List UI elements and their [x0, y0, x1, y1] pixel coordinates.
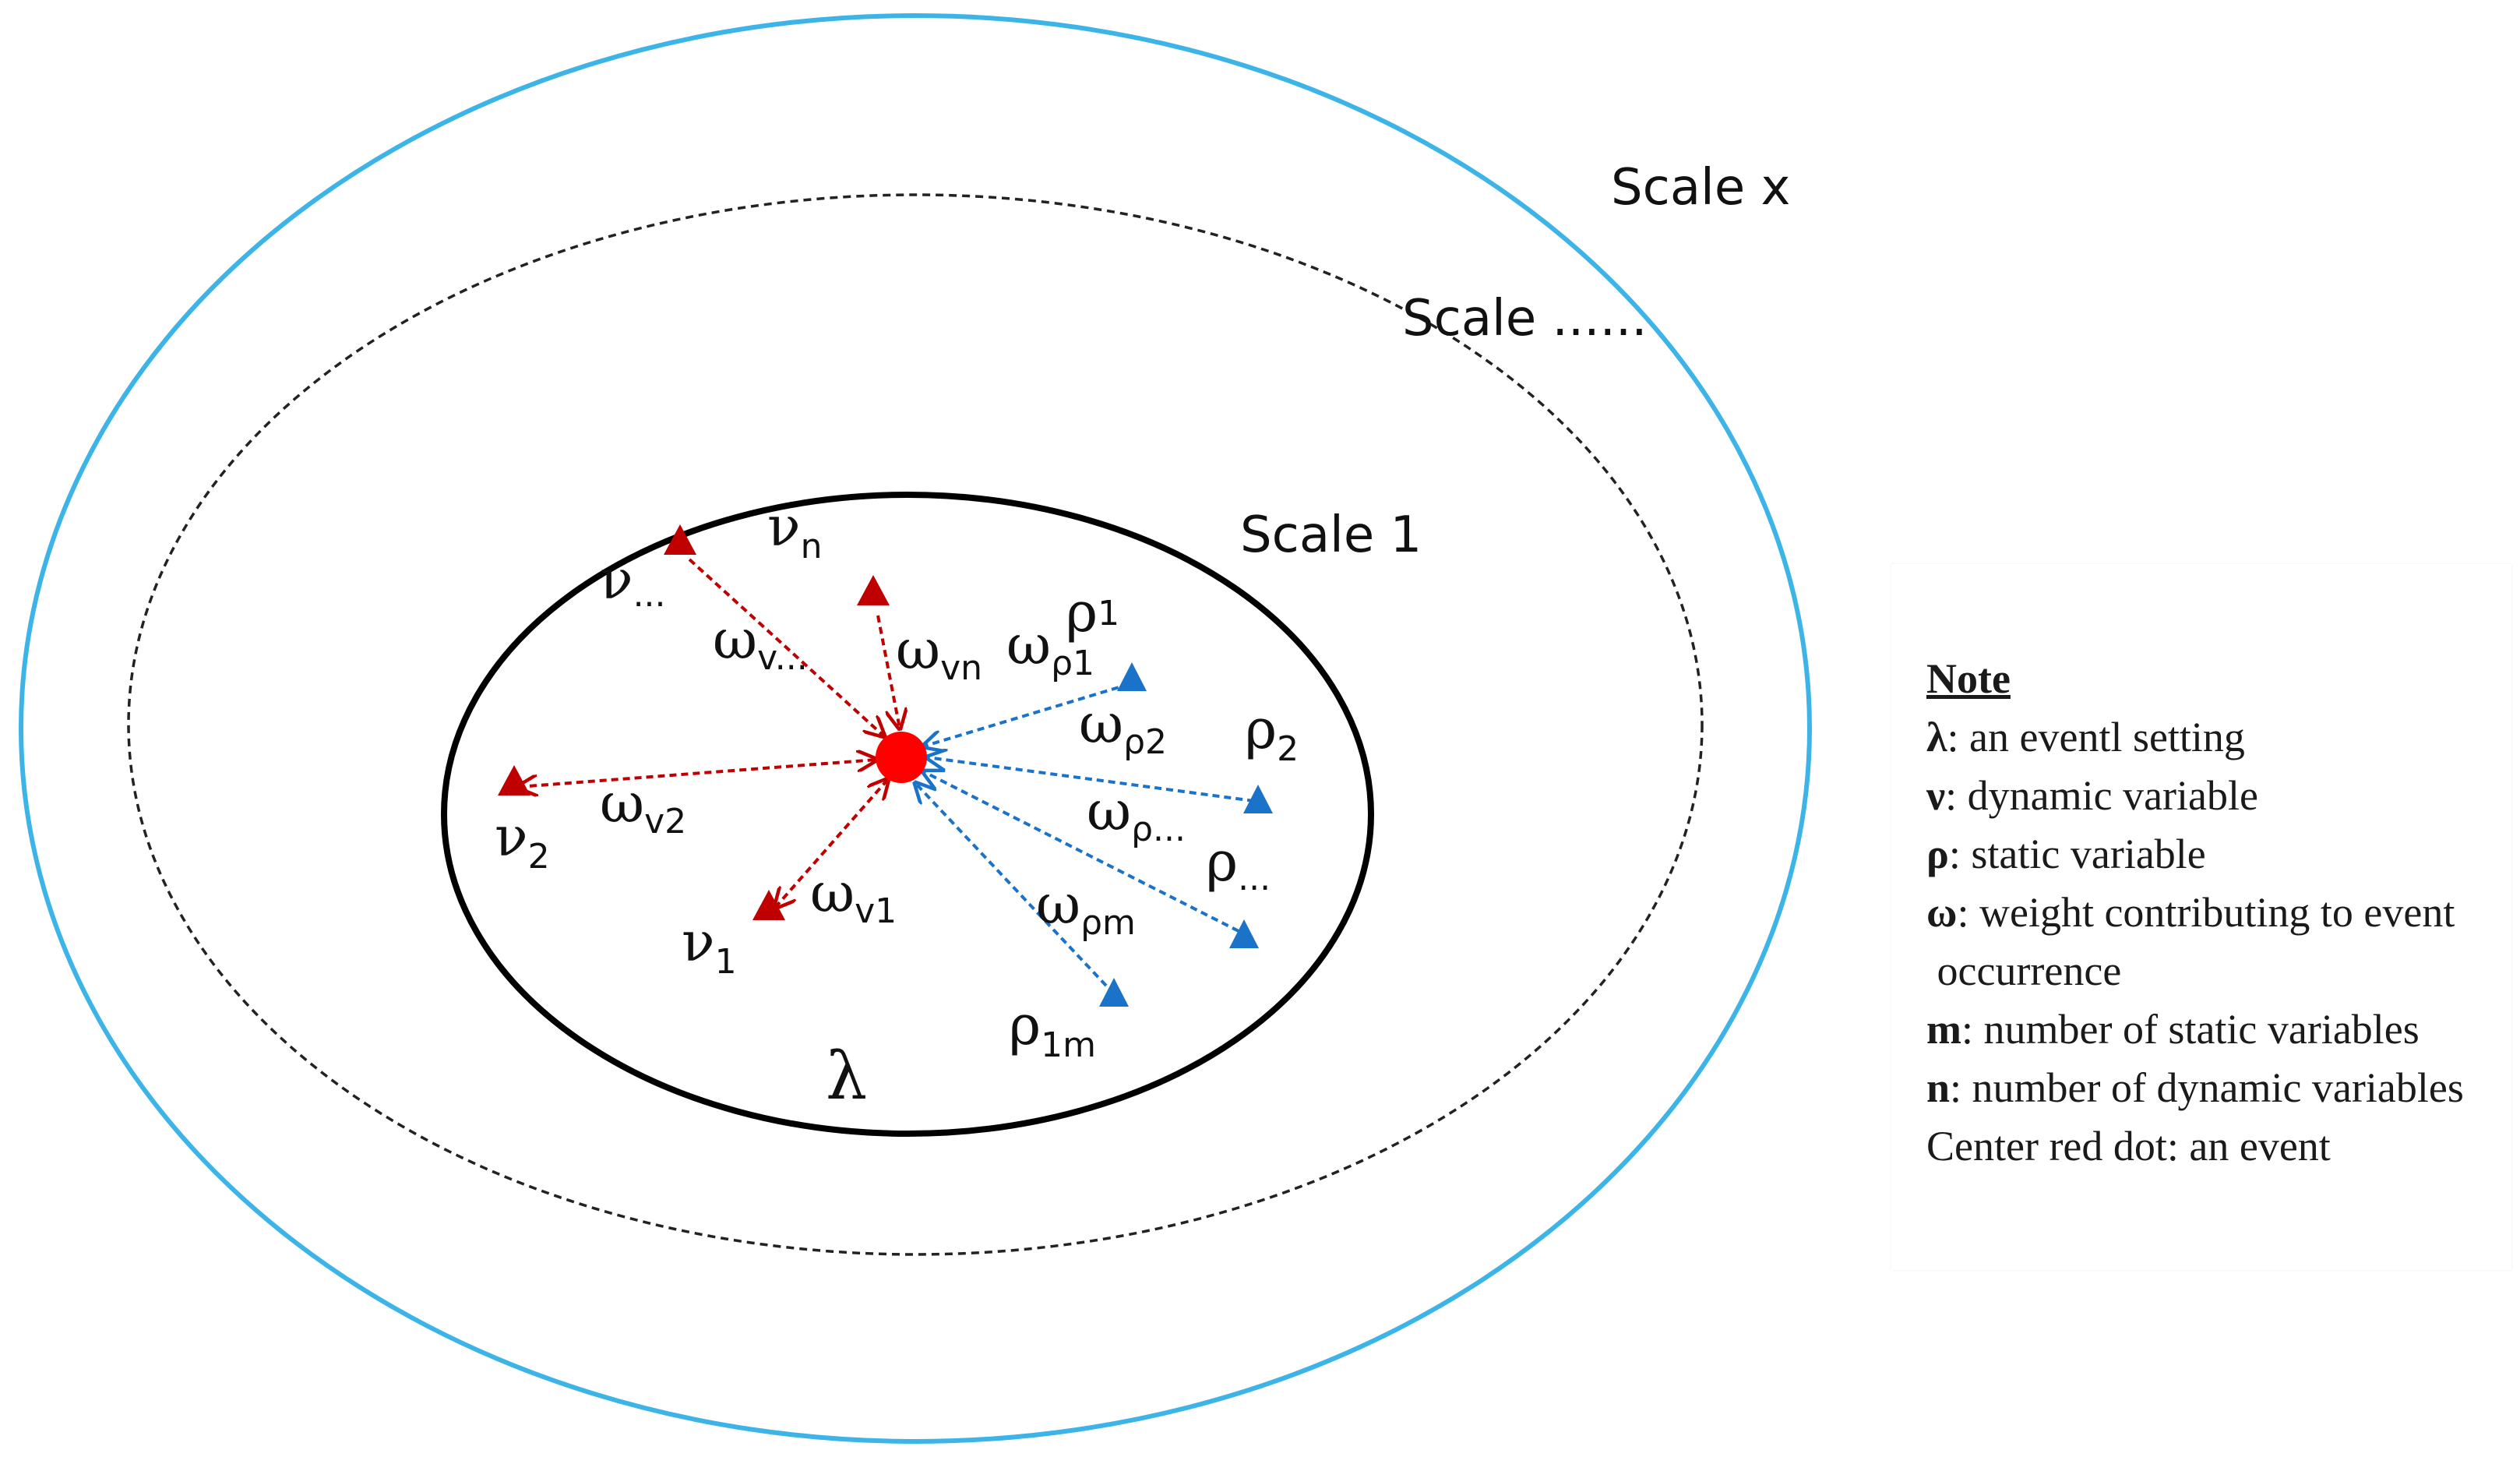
scale-x-ellipse [19, 13, 1812, 1444]
note-title: Note [1926, 655, 2011, 702]
nu-1-marker [752, 890, 785, 920]
scale-1-ellipse [441, 492, 1374, 1137]
rho-1m-marker [1099, 978, 1129, 1007]
nu-2-marker [498, 765, 530, 796]
scale-x-label: Scale x [1611, 159, 1790, 217]
rho-dots-marker [1229, 919, 1259, 948]
note-item-lambda: λ: an eventl setting [1926, 714, 2245, 760]
arrow-rho-1 [923, 683, 1130, 746]
static-markers [1099, 662, 1273, 1007]
nu-1-label: ν1 [682, 910, 737, 982]
arrow-nu-2 [518, 760, 876, 787]
rho-1m-label: ρ1m [1009, 993, 1096, 1065]
nu-dots-marker [664, 524, 696, 555]
scale-middle-ellipse [127, 193, 1704, 1256]
w-rho-dots-label: ωρ... [1087, 779, 1186, 849]
rho-1-marker [1117, 662, 1147, 691]
event-dot [876, 732, 927, 783]
note-item-nu: ν: dynamic variable [1926, 772, 2258, 819]
nu-dots-label: ν... [600, 548, 666, 615]
arrow-nu-dots [688, 558, 884, 736]
nu-n-marker [857, 575, 890, 605]
static-arrows [915, 683, 1255, 987]
nu-n-label: νn [767, 495, 822, 566]
scale-middle-label: Scale ...... [1402, 290, 1648, 347]
note-item-m: m: number of static variables [1926, 1006, 2420, 1053]
rho-2-label: ρ2 [1245, 697, 1299, 769]
dynamic-markers [498, 524, 890, 920]
note-item-rho: ρ: static variable [1926, 831, 2206, 877]
w-nu-2-label: ωv2 [600, 771, 686, 841]
note-item-n: n: number of dynamic variables [1926, 1064, 2464, 1111]
w-nu-dots-label: ωv... [713, 608, 808, 678]
note-item-omega-cont: occurrence [1926, 947, 2122, 994]
arrow-rho-dots [923, 771, 1239, 933]
arrow-nu-n [876, 615, 900, 728]
w-rho-m-label: ωρm [1036, 873, 1136, 943]
rho-2-marker [1243, 785, 1273, 813]
nu-2-label: ν2 [495, 805, 550, 877]
rho-dots-label: ρ... [1206, 830, 1271, 898]
w-nu-n-label: ωvn [896, 618, 982, 688]
rho-1-label: ρ1 [1066, 580, 1119, 644]
w-nu-1-label: ωv1 [810, 861, 897, 931]
dynamic-arrows [518, 558, 900, 908]
note-panel: Note λ: an eventl setting ν: dynamic var… [1891, 564, 2511, 1270]
w-rho-1-label: ωρ1 [1006, 613, 1094, 683]
lambda-label: λ [826, 1038, 867, 1114]
arrow-rho-2 [927, 757, 1255, 803]
scale-1-label: Scale 1 [1240, 506, 1422, 564]
arrow-nu-1 [775, 779, 888, 908]
note-item-red-dot: Center red dot: an event [1926, 1123, 2331, 1169]
note-item-omega: ω: weight contributing to event [1926, 889, 2455, 936]
w-rho-2-label: ωρ2 [1079, 692, 1167, 762]
